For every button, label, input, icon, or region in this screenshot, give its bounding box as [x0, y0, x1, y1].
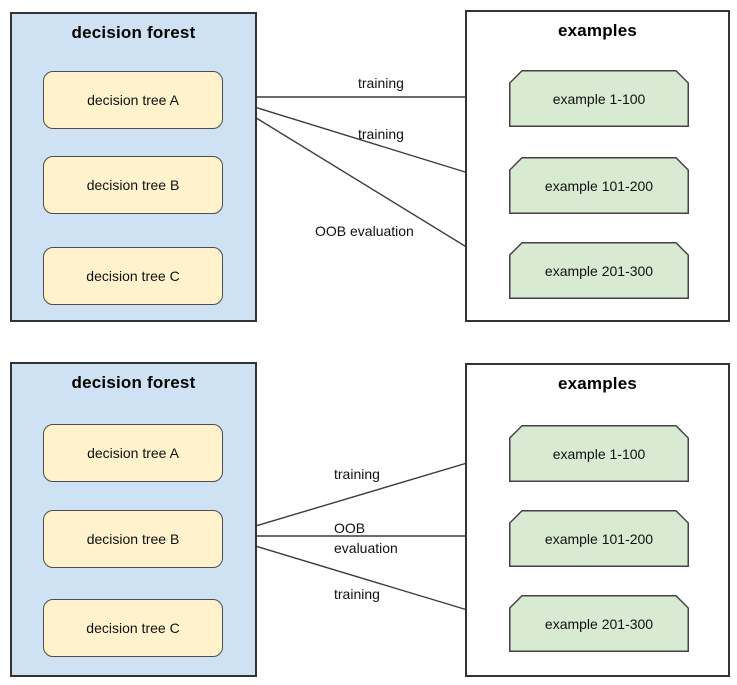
arrow-label-training-1: training — [334, 466, 380, 482]
forest-title: decision forest — [71, 373, 196, 392]
forest-title: decision forest — [71, 23, 196, 42]
arrow-treeA-to-example3 — [221, 96, 505, 271]
example-node-label: example 101-200 — [544, 530, 654, 547]
arrow-label-oob-evaluation: OOB evaluation — [315, 223, 414, 239]
examples-panel-top: examples example 1-100 example 101-200 e… — [465, 10, 730, 322]
tree-node-a: decision tree A — [43, 71, 223, 129]
example-node-3: example 201-300 — [509, 595, 689, 652]
tree-node-b: decision tree B — [43, 510, 223, 568]
arrow-label-oob-evaluation: OOB evaluation — [334, 520, 398, 556]
example-node-1: example 1-100 — [509, 425, 689, 482]
examples-title: examples — [557, 21, 638, 40]
tree-node-c: decision tree C — [43, 599, 223, 657]
arrow-label-training-2: training — [358, 126, 404, 142]
tree-node-c: decision tree C — [43, 247, 223, 305]
tree-node-b: decision tree B — [43, 156, 223, 214]
example-node-label: example 1-100 — [552, 445, 646, 462]
example-node-shape — [509, 70, 689, 127]
example-node-label: example 1-100 — [552, 90, 646, 107]
tree-node-a: decision tree A — [43, 424, 223, 482]
examples-title: examples — [557, 374, 638, 393]
forest-panel-bottom: decision forest decision tree A decision… — [10, 362, 257, 677]
arrow-label-training-2: training — [334, 586, 380, 602]
example-node-shape — [509, 242, 689, 299]
example-node-label: example 201-300 — [544, 262, 654, 279]
example-node-shape — [509, 425, 689, 482]
example-node-3: example 201-300 — [509, 242, 689, 299]
example-node-2: example 101-200 — [509, 510, 689, 567]
example-node-shape — [509, 157, 689, 214]
example-node-shape — [509, 595, 689, 652]
examples-panel-bottom: examples example 1-100 example 101-200 e… — [465, 363, 730, 677]
arrow-label-training-1: training — [358, 75, 404, 91]
example-node-2: example 101-200 — [509, 157, 689, 214]
forest-panel-top: decision forest decision tree A decision… — [10, 12, 257, 322]
example-node-shape — [509, 510, 689, 567]
example-node-label: example 201-300 — [544, 615, 654, 632]
example-node-1: example 1-100 — [509, 70, 689, 127]
example-node-label: example 101-200 — [544, 177, 654, 194]
